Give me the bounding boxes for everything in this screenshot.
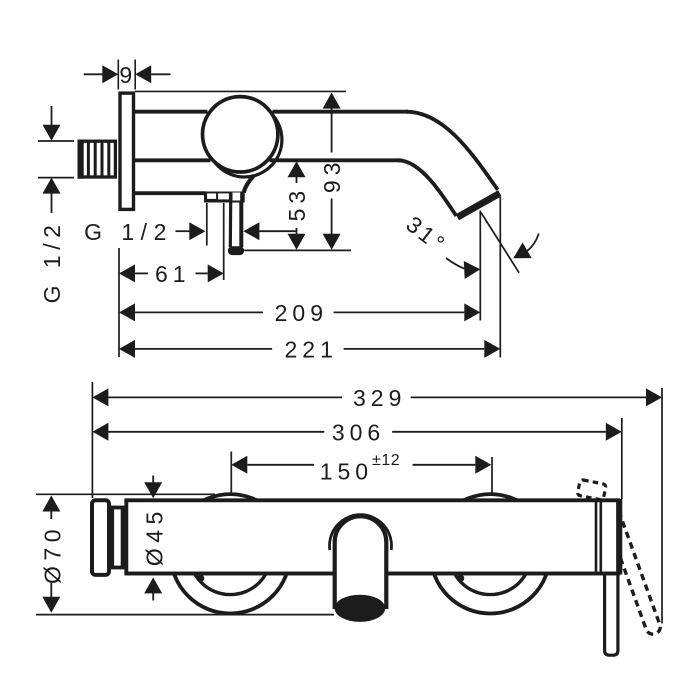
svg-text:61: 61 [155, 261, 191, 287]
svg-text:G 1/2: G 1/2 [39, 220, 65, 304]
svg-text:209: 209 [275, 300, 328, 326]
svg-text:Ø70: Ø70 [40, 524, 66, 584]
svg-text:G 1/2: G 1/2 [84, 219, 173, 245]
svg-text:150: 150 [320, 459, 373, 485]
svg-text:306: 306 [332, 419, 385, 445]
svg-text:93: 93 [319, 158, 345, 194]
svg-text:Ø45: Ø45 [142, 506, 168, 566]
svg-text:329: 329 [353, 385, 406, 411]
svg-text:221: 221 [285, 337, 338, 363]
svg-text:±12: ±12 [372, 452, 400, 469]
svg-text:9: 9 [119, 62, 132, 88]
svg-text:53: 53 [284, 186, 310, 222]
